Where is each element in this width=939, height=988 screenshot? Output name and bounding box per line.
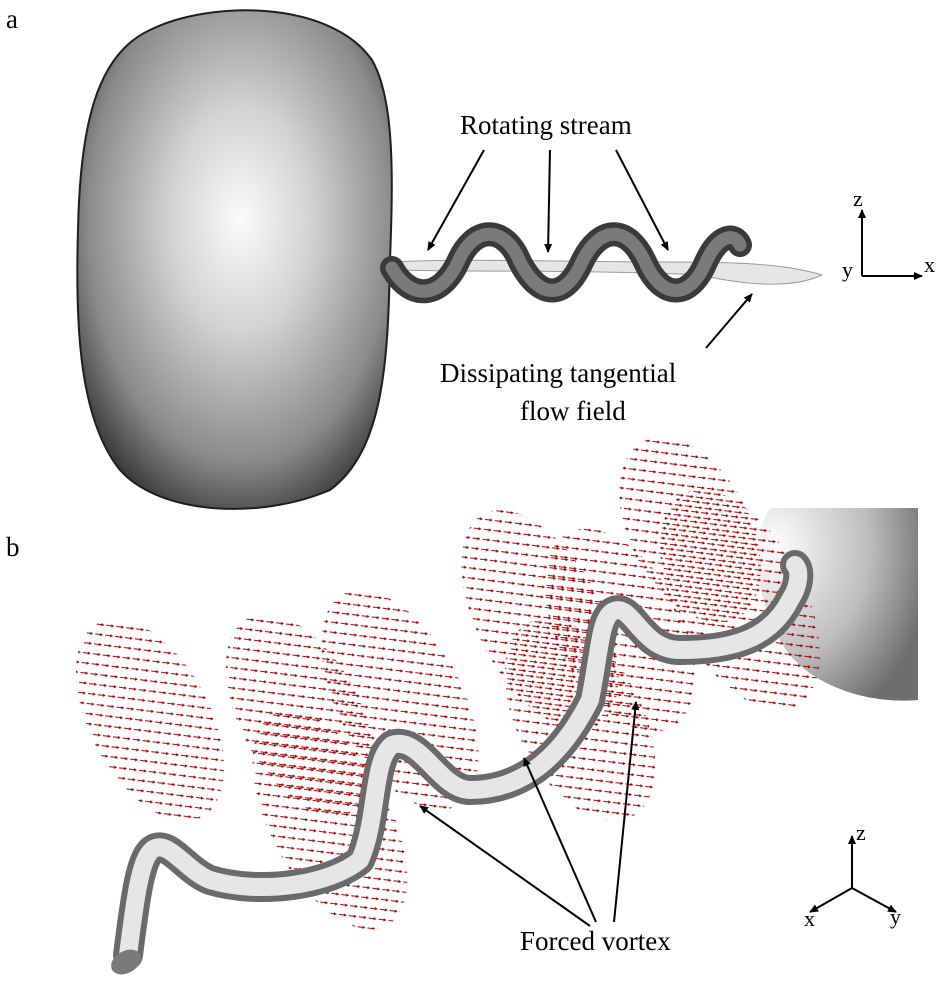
arrow-vortex-1 [420, 806, 590, 926]
arrow-rotating-stream-2 [548, 150, 550, 252]
axis-b-x [810, 888, 852, 912]
annotation-dissipating-line2: flow field [520, 398, 626, 425]
axis-a-y-label: y [842, 259, 853, 281]
axis-b-y-label: y [890, 906, 901, 928]
axis-b-z-label: z [856, 822, 866, 844]
cell-body [77, 10, 392, 509]
panel-b-label: b [6, 534, 20, 561]
annotation-dissipating-line1: Dissipating tangential [440, 360, 676, 387]
arrow-dissipating [706, 294, 752, 348]
annotation-forced-vortex: Forced vortex [520, 928, 671, 955]
vector-disc-1 [45, 595, 254, 846]
axis-a-x-label: x [924, 254, 935, 276]
annotation-rotating-stream: Rotating stream [460, 112, 632, 139]
axis-b-x-label: x [804, 908, 815, 930]
axis-a-z-label: z [853, 188, 863, 210]
